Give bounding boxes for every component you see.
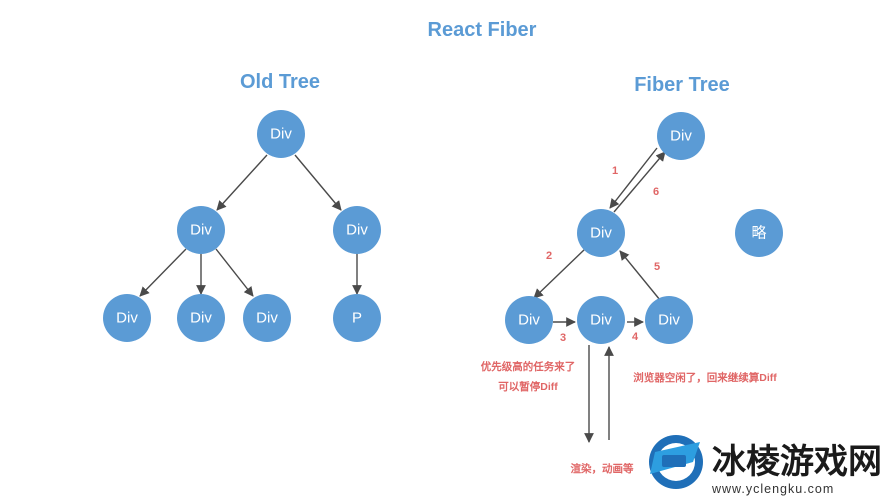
step-5-label: 5 bbox=[654, 261, 660, 273]
step-1-label: 1 bbox=[612, 165, 618, 177]
node-label: Div bbox=[346, 222, 368, 239]
fiber-tree-child-2: Div bbox=[577, 296, 625, 344]
fiber-tree-child-1: Div bbox=[505, 296, 553, 344]
resume-note: 浏览器空闲了，回来继续算Diff bbox=[633, 371, 777, 384]
old-tree-leaf-2: Div bbox=[177, 294, 225, 342]
fiber-tree-aside-node: 略 bbox=[735, 209, 783, 257]
edge-left-leaf1 bbox=[139, 248, 187, 297]
pause-note-line-2: 可以暂停Diff bbox=[498, 380, 558, 393]
node-label: Div bbox=[256, 310, 278, 327]
old-tree-root-node: Div bbox=[257, 110, 305, 158]
node-label: Div bbox=[590, 225, 612, 242]
old-tree-right-node: Div bbox=[333, 206, 381, 254]
old-tree-left-node: Div bbox=[177, 206, 225, 254]
step-2-label: 2 bbox=[546, 250, 552, 262]
node-label: Div bbox=[670, 128, 692, 145]
render-note: 渲染，动画等 bbox=[571, 462, 634, 475]
old-tree-edges bbox=[139, 154, 362, 297]
edge-step-5 bbox=[619, 250, 661, 301]
edge-step-6 bbox=[613, 151, 666, 213]
old-tree-leaf-3: Div bbox=[243, 294, 291, 342]
fiber-tree-root-node: Div bbox=[657, 112, 705, 160]
edge-root-left bbox=[216, 154, 268, 211]
fiber-tree-mid-node: Div bbox=[577, 209, 625, 257]
node-label: Div bbox=[190, 222, 212, 239]
watermark-url: www.yclengku.com bbox=[711, 482, 834, 496]
fiber-tree-child-3: Div bbox=[645, 296, 693, 344]
node-label: Div bbox=[590, 312, 612, 329]
fiber-tree-edges bbox=[533, 147, 666, 443]
node-label: P bbox=[352, 310, 362, 327]
edge-step-1 bbox=[609, 147, 658, 209]
diagram-title: React Fiber bbox=[428, 19, 537, 41]
watermark-text: 冰棱游戏网 bbox=[712, 443, 882, 481]
watermark-logo-icon bbox=[649, 435, 703, 489]
watermark: 冰棱游戏网 www.yclengku.com bbox=[649, 435, 882, 496]
edge-root-right bbox=[294, 154, 342, 211]
edge-left-leaf3 bbox=[215, 248, 254, 297]
node-label: Div bbox=[270, 126, 292, 143]
old-tree-heading: Old Tree bbox=[240, 71, 320, 93]
old-tree-leaf-1: Div bbox=[103, 294, 151, 342]
step-4-label: 4 bbox=[632, 331, 639, 343]
node-label: Div bbox=[190, 310, 212, 327]
node-label: 略 bbox=[751, 225, 766, 242]
fiber-tree-heading: Fiber Tree bbox=[634, 74, 730, 96]
step-6-label: 6 bbox=[653, 186, 659, 198]
pause-note-line-1: 优先级高的任务来了 bbox=[481, 360, 576, 373]
node-label: Div bbox=[116, 310, 138, 327]
node-label: Div bbox=[658, 312, 680, 329]
edge-step-2 bbox=[533, 248, 586, 299]
old-tree-leaf-4: P bbox=[333, 294, 381, 342]
step-3-label: 3 bbox=[560, 332, 566, 344]
node-label: Div bbox=[518, 312, 540, 329]
